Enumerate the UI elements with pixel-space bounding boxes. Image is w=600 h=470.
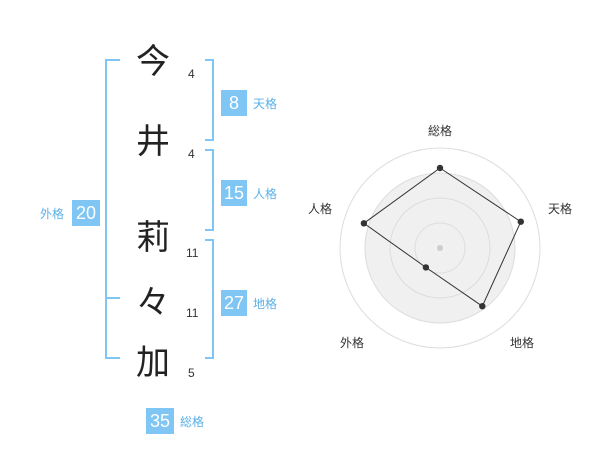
radar-point-3 <box>479 303 486 310</box>
name-char-5: 加 <box>136 343 170 383</box>
stroke-count-3: 11 <box>186 246 199 260</box>
radar-chart <box>339 147 541 349</box>
kakusu-brackets <box>105 59 214 359</box>
radar-polygon <box>363 167 522 307</box>
name-char-3: 莉 <box>136 218 170 258</box>
radar-axis-label-gaikaku: 外格 <box>340 336 365 350</box>
stroke-count-1: 4 <box>188 67 195 81</box>
tenkaku-label: 天格 <box>253 97 278 111</box>
chikaku-label: 地格 <box>253 297 278 311</box>
gaikaku-badge: 20 <box>72 200 100 226</box>
radar-point-4 <box>422 264 430 271</box>
tenkaku-badge: 8 <box>221 90 247 116</box>
chikaku-badge: 27 <box>221 290 247 316</box>
tenkaku-bracket <box>205 59 214 141</box>
radar-axis-label-soukaku: 総格 <box>428 124 453 138</box>
radar-axis-label-chikaku: 地格 <box>510 336 535 350</box>
radar-point-2 <box>517 218 524 225</box>
stroke-count-2: 4 <box>188 147 195 161</box>
jinkaku-label: 人格 <box>253 187 278 201</box>
gaikaku-label: 外格 <box>40 207 65 221</box>
soukaku-label: 総格 <box>180 415 205 429</box>
radar-axis-label-jinkaku: 人格 <box>308 202 333 216</box>
stroke-count-5: 5 <box>188 366 195 380</box>
radar-point-1 <box>436 164 444 172</box>
soukaku-badge: 35 <box>146 408 174 434</box>
name-char-2: 井 <box>136 122 170 162</box>
name-char-1: 今 <box>136 42 170 82</box>
name-char-4: 々 <box>136 283 170 323</box>
chikaku-bracket <box>205 239 214 359</box>
radar-center <box>437 245 443 251</box>
jinkaku-badge: 15 <box>221 180 247 206</box>
stroke-count-4: 11 <box>186 306 199 320</box>
radar-point-5 <box>360 220 368 227</box>
radar-axis-label-tenkaku: 天格 <box>548 202 573 216</box>
gaikaku-bracket <box>105 59 120 359</box>
jinkaku-bracket <box>205 149 214 231</box>
